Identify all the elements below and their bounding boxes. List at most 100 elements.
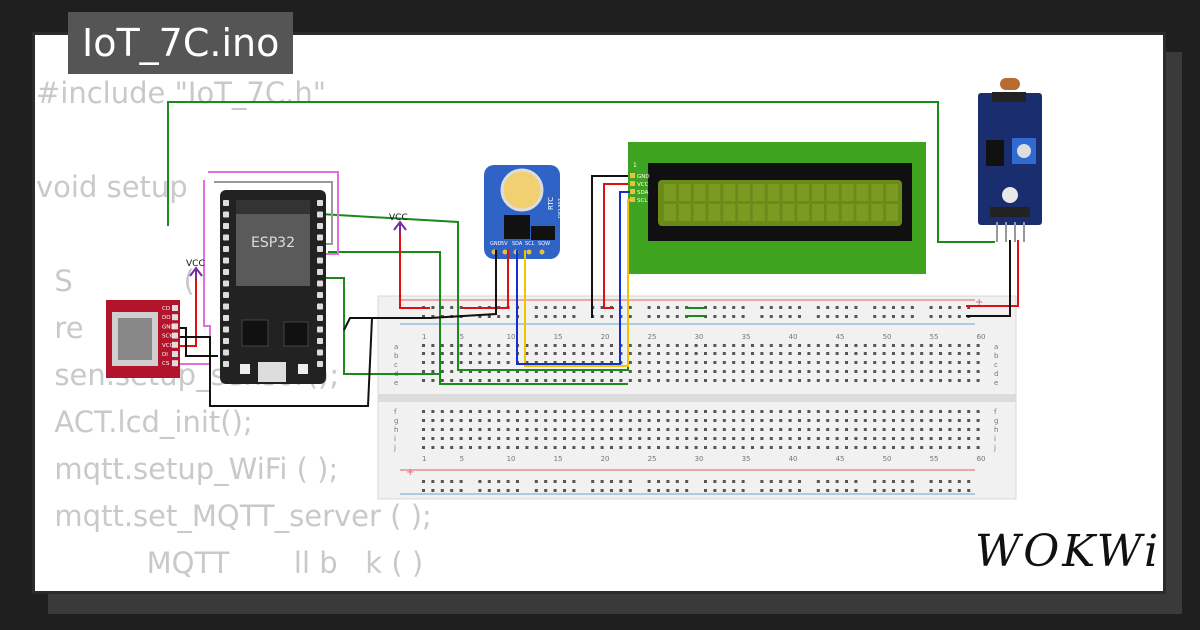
sd-pin[interactable] [172,323,178,330]
breadboard-hole [732,419,736,422]
breadboard-hole [704,480,707,483]
esp32-pin[interactable] [223,246,229,252]
esp32-pin[interactable] [317,349,323,356]
breadboard-hole [798,419,801,422]
esp32-pin[interactable] [317,292,323,298]
breadboard-hole [544,428,548,431]
breadboard-hole [957,352,961,355]
breadboard-hole [760,437,764,440]
esp32-pin[interactable] [223,303,229,310]
sd-pin[interactable] [172,332,178,339]
esp32-pin[interactable] [223,269,229,275]
esp32-pin[interactable] [317,200,323,206]
breadboard-hole [816,370,820,373]
breadboard-hole [939,489,942,492]
breadboard-hole [901,306,905,309]
breadboard-hole [948,352,952,355]
breadboard-hole [544,480,548,483]
rtc-pin[interactable] [539,249,545,255]
breadboard-hole [572,428,576,431]
sd-pin[interactable] [172,305,178,311]
breadboard-hole [647,379,651,382]
breadboard-hole [497,489,501,492]
breadboard-hole [741,410,745,413]
breadboard-hole [553,379,557,382]
esp32-pin[interactable] [317,326,323,333]
breadboard-hole [704,379,707,382]
esp32-pin[interactable] [223,234,229,241]
lcd-pin[interactable] [630,173,635,178]
rtc-pin[interactable] [502,249,508,255]
breadboard-hole [666,410,670,413]
breadboard-hole [647,489,651,492]
reset-button[interactable] [298,364,308,374]
breadboard-hole [685,379,689,382]
esp32-pin[interactable] [317,338,323,344]
breadboard-hole [657,344,660,347]
esp32-pin[interactable] [223,349,229,356]
breadboard-hole [666,480,670,483]
esp32-pin[interactable] [223,326,229,333]
esp32-pin[interactable] [223,223,229,229]
usb-port-icon[interactable] [258,362,286,382]
esp32-pin[interactable] [317,269,323,275]
lcd-pin[interactable] [630,197,635,202]
esp32-pin[interactable] [317,257,323,264]
lcd-char-cell [871,204,884,221]
esp32-pin[interactable] [317,211,323,218]
esp32-pin[interactable] [223,315,229,321]
sensor-pin [1005,222,1007,242]
project-title[interactable]: IoT_7C.ino [68,12,294,74]
esp32-pin[interactable] [317,223,323,229]
breadboard-hole [459,370,463,373]
breadboard-hole [788,410,792,413]
breadboard-hole [591,410,595,413]
lcd-pin[interactable] [630,189,635,194]
esp32-pin[interactable] [223,257,229,264]
breadboard-hole [459,489,463,492]
esp32-pin[interactable] [317,280,323,287]
esp32-pin[interactable] [223,280,229,287]
esp32-pin[interactable] [223,200,229,206]
breadboard-hole [741,379,745,382]
breadboard-hole [469,370,472,373]
sd-pin[interactable] [172,341,178,348]
breadboard-hole [835,419,839,422]
sd-pin[interactable] [172,360,178,367]
breadboard-hole [610,419,613,422]
potentiometer-knob[interactable] [1017,144,1031,158]
esp32-pin[interactable] [317,315,323,321]
breadboard-hole [873,352,877,355]
breadboard-hole [422,315,425,318]
breadboard-hole [694,379,698,382]
esp32-pin[interactable] [223,361,229,367]
esp32-pin[interactable] [317,303,323,310]
breadboard-hole [948,428,952,431]
sd-pin[interactable] [172,314,178,321]
breadboard-hole [854,315,858,318]
esp32-pin[interactable] [317,361,323,367]
lcd-pin[interactable] [630,181,635,186]
rtc-pin[interactable] [526,249,532,255]
breadboard-hole [657,480,660,483]
boot-button[interactable] [240,364,250,374]
breadboard-row-label: b [394,352,399,360]
breadboard-hole [713,379,717,382]
light-sensor-module[interactable] [978,78,1042,242]
sd-pin[interactable] [172,351,178,357]
esp32-pin[interactable] [223,292,229,298]
breadboard-hole [572,410,576,413]
breadboard-hole [835,306,839,309]
esp32-pin[interactable] [317,246,323,252]
esp32-pin[interactable] [223,338,229,344]
esp32-board[interactable]: ESP32 [220,190,326,384]
esp32-pin[interactable] [317,234,323,241]
breadboard-hole [459,361,463,364]
esp32-pin[interactable] [223,211,229,218]
